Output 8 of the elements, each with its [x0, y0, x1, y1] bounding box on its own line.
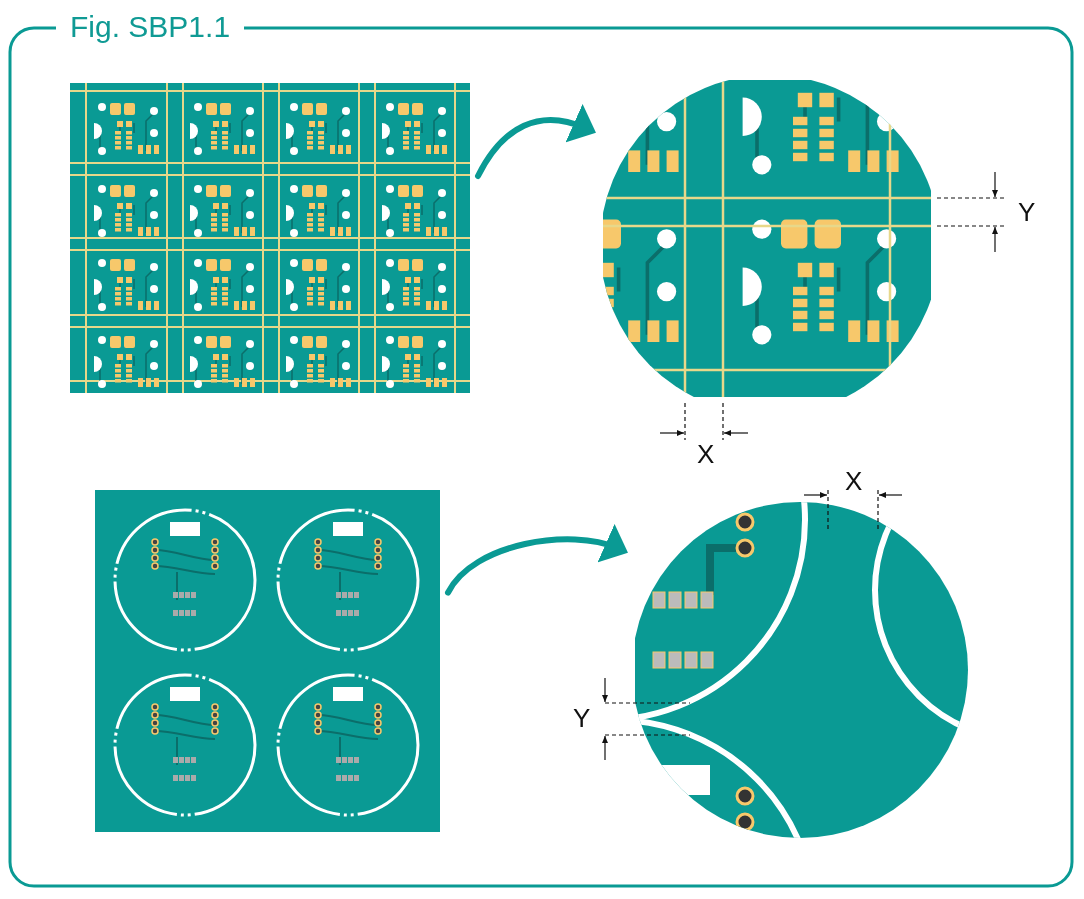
curved-arrow [445, 524, 629, 596]
dimension-label: Y [573, 704, 591, 732]
dimension-label: Y [1018, 198, 1036, 226]
pcb-panel-drawing [95, 490, 440, 832]
curved-arrow [475, 104, 597, 179]
dimension-label: X [697, 440, 715, 468]
dimension-label: X [845, 467, 863, 495]
pcb-panel-drawing [70, 83, 470, 393]
